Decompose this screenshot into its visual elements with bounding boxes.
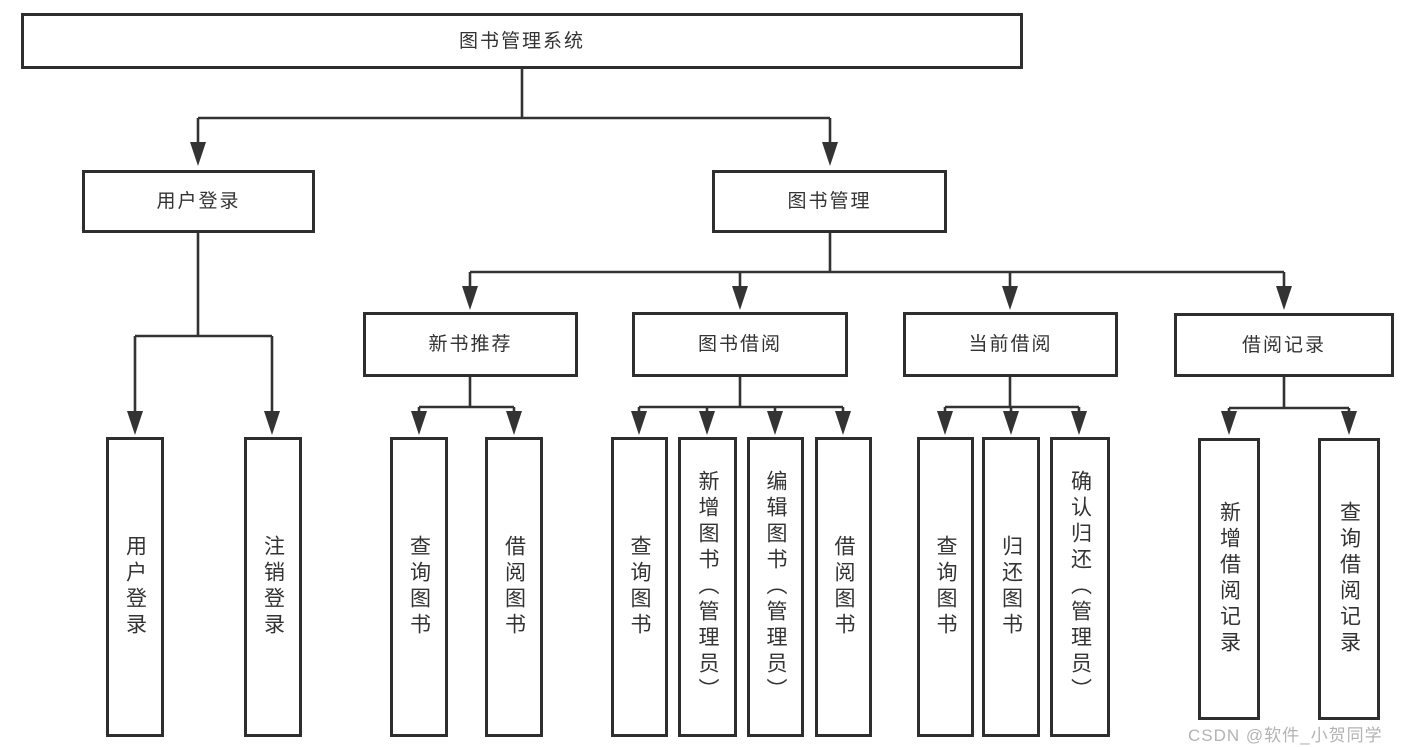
arrow-down-icon <box>1221 411 1237 435</box>
node-label: 归还图书 <box>999 535 1023 639</box>
arrow-down-icon <box>462 286 478 310</box>
leaf-return-book: 归还图书 <box>982 437 1040 737</box>
arrow-down-icon <box>1276 286 1292 310</box>
node-current-borrow: 当前借阅 <box>903 312 1118 377</box>
node-label: 编辑图书（管理员） <box>764 470 787 704</box>
arrow-down-icon <box>127 411 143 435</box>
arrowheads <box>127 142 1357 435</box>
node-new-book-recommend: 新书推荐 <box>363 312 578 377</box>
connector-lines <box>133 69 1351 417</box>
leaf-borrow-book-recommend: 借阅图书 <box>485 437 543 737</box>
arrow-down-icon <box>264 411 280 435</box>
node-label: 借阅图书 <box>832 535 855 639</box>
node-label: 新书推荐 <box>428 334 513 355</box>
node-label: 图书借阅 <box>697 334 782 355</box>
leaf-query-book-current: 查询图书 <box>917 437 974 737</box>
node-label: 图书管理 <box>787 191 872 212</box>
leaf-add-book-admin: 新增图书（管理员） <box>678 437 737 737</box>
node-borrow-records: 借阅记录 <box>1174 313 1394 377</box>
node-book-management: 图书管理 <box>712 170 947 233</box>
arrow-down-icon <box>732 286 748 310</box>
arrow-down-icon <box>411 411 427 435</box>
arrow-down-icon <box>506 411 522 435</box>
arrow-down-icon <box>767 411 783 435</box>
leaf-confirm-return-admin: 确认归还（管理员） <box>1050 437 1110 737</box>
arrow-down-icon <box>937 411 953 435</box>
leaf-query-book-borrow: 查询图书 <box>611 437 668 737</box>
node-label: 查询图书 <box>407 535 431 639</box>
leaf-borrow-book: 借阅图书 <box>815 437 872 737</box>
node-label: 借阅图书 <box>502 535 526 639</box>
arrow-down-icon <box>1003 411 1019 435</box>
node-label: 查询图书 <box>934 535 957 639</box>
leaf-query-book-recommend: 查询图书 <box>390 437 448 737</box>
node-root: 图书管理系统 <box>21 13 1023 69</box>
node-label: 查询借阅记录 <box>1337 501 1361 657</box>
node-label: 用户登录 <box>156 191 241 212</box>
arrow-down-icon <box>822 142 838 166</box>
node-label: 查询图书 <box>628 535 651 639</box>
node-book-borrow: 图书借阅 <box>632 312 848 377</box>
arrow-down-icon <box>1341 411 1357 435</box>
arrow-down-icon <box>1002 286 1018 310</box>
node-label: 注销登录 <box>261 535 285 639</box>
arrow-down-icon <box>699 411 715 435</box>
node-label: 借阅记录 <box>1241 334 1326 356</box>
arrow-down-icon <box>631 411 647 435</box>
node-label: 新增图书（管理员） <box>696 470 719 704</box>
node-label: 新增借阅记录 <box>1217 501 1241 657</box>
leaf-user-login: 用户登录 <box>106 437 164 737</box>
leaf-edit-book-admin: 编辑图书（管理员） <box>747 437 804 737</box>
node-label: 确认归还（管理员） <box>1068 470 1092 704</box>
node-user-login: 用户登录 <box>82 170 315 233</box>
node-label: 当前借阅 <box>968 334 1053 355</box>
csdn-watermark: CSDN @软件_小贺同学 <box>1188 726 1383 745</box>
node-label: 图书管理系统 <box>458 30 585 52</box>
arrow-down-icon <box>190 142 206 166</box>
leaf-query-borrow-record: 查询借阅记录 <box>1318 438 1380 720</box>
arrow-down-icon <box>835 411 851 435</box>
leaf-logout: 注销登录 <box>244 437 302 737</box>
leaf-add-borrow-record: 新增借阅记录 <box>1198 438 1260 720</box>
arrow-down-icon <box>1071 411 1087 435</box>
node-label: 用户登录 <box>123 535 147 639</box>
